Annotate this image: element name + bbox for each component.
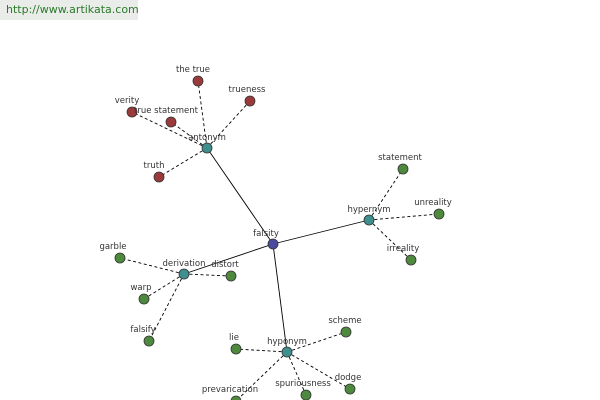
label-trueness: trueness xyxy=(229,85,266,95)
node-falsify[interactable] xyxy=(143,335,155,347)
node-dodge[interactable] xyxy=(344,383,356,395)
node-hyponym[interactable] xyxy=(281,346,293,358)
edge-hyponym-prevarication xyxy=(236,351,288,400)
edge-falsity-hypernym xyxy=(272,219,370,245)
label-hyponym: hyponym xyxy=(267,337,307,347)
node-hypernym[interactable] xyxy=(363,214,375,226)
node-prevarication[interactable] xyxy=(230,395,242,400)
edge-derivation-falsify xyxy=(148,273,185,342)
node-derivation[interactable] xyxy=(178,268,190,280)
label-scheme: scheme xyxy=(328,316,361,326)
node-garble[interactable] xyxy=(114,252,126,264)
edge-derivation-warp xyxy=(143,273,185,300)
node-falsity[interactable] xyxy=(267,238,279,250)
edge-antonym-true-statement xyxy=(170,121,208,149)
node-verity[interactable] xyxy=(126,106,138,118)
label-derivation: derivation xyxy=(162,259,205,269)
label-garble: garble xyxy=(99,242,126,252)
node-statement[interactable] xyxy=(397,163,409,175)
edge-hyponym-scheme xyxy=(286,331,347,353)
edge-antonym-the-true xyxy=(197,80,208,149)
edge-layer xyxy=(119,80,440,400)
node-unreality[interactable] xyxy=(433,208,445,220)
node-trueness[interactable] xyxy=(244,95,256,107)
edge-antonym-verity xyxy=(131,111,208,149)
label-hypernym: hypernym xyxy=(347,205,390,215)
label-falsify: falsify xyxy=(130,325,155,335)
edge-hypernym-irreality xyxy=(368,219,412,261)
label-statement: statement xyxy=(378,153,422,163)
label-lie: lie xyxy=(229,333,239,343)
label-the-true: the true xyxy=(176,65,210,75)
node-layer xyxy=(114,75,445,400)
label-spuriousness: spuriousness xyxy=(275,379,331,389)
edge-falsity-hyponym xyxy=(272,243,288,353)
node-irreality[interactable] xyxy=(405,254,417,266)
node-spuriousness[interactable] xyxy=(300,389,312,400)
label-dodge: dodge xyxy=(335,373,362,383)
edge-falsity-antonym xyxy=(206,147,274,245)
edge-hyponym-spuriousness xyxy=(286,351,307,396)
label-truth: truth xyxy=(144,161,165,171)
edge-hypernym-statement xyxy=(368,168,404,221)
node-warp[interactable] xyxy=(138,293,150,305)
label-warp: warp xyxy=(130,283,151,293)
site-url-banner[interactable]: http://www.artikata.com xyxy=(0,0,139,20)
node-distort[interactable] xyxy=(225,270,237,282)
edge-hyponym-lie xyxy=(235,348,288,353)
node-scheme[interactable] xyxy=(340,326,352,338)
node-the-true[interactable] xyxy=(192,75,204,87)
edge-derivation-distort xyxy=(183,273,232,277)
node-truth[interactable] xyxy=(153,171,165,183)
label-falsity: falsity xyxy=(253,229,279,239)
node-true-statement[interactable] xyxy=(165,116,177,128)
label-distort: distort xyxy=(211,260,239,270)
node-lie[interactable] xyxy=(230,343,242,355)
label-true-statement: true statement xyxy=(134,106,199,116)
label-verity: verity xyxy=(115,96,139,106)
edge-falsity-derivation xyxy=(183,243,274,275)
label-unreality: unreality xyxy=(414,198,452,208)
edge-antonym-truth xyxy=(158,147,208,178)
label-antonym: antonym xyxy=(188,133,226,143)
edge-hyponym-dodge xyxy=(286,351,351,390)
label-irreality: irreality xyxy=(387,244,420,254)
edge-hypernym-unreality xyxy=(368,213,440,221)
node-antonym[interactable] xyxy=(201,142,213,154)
label-prevarication: prevarication xyxy=(202,385,258,395)
